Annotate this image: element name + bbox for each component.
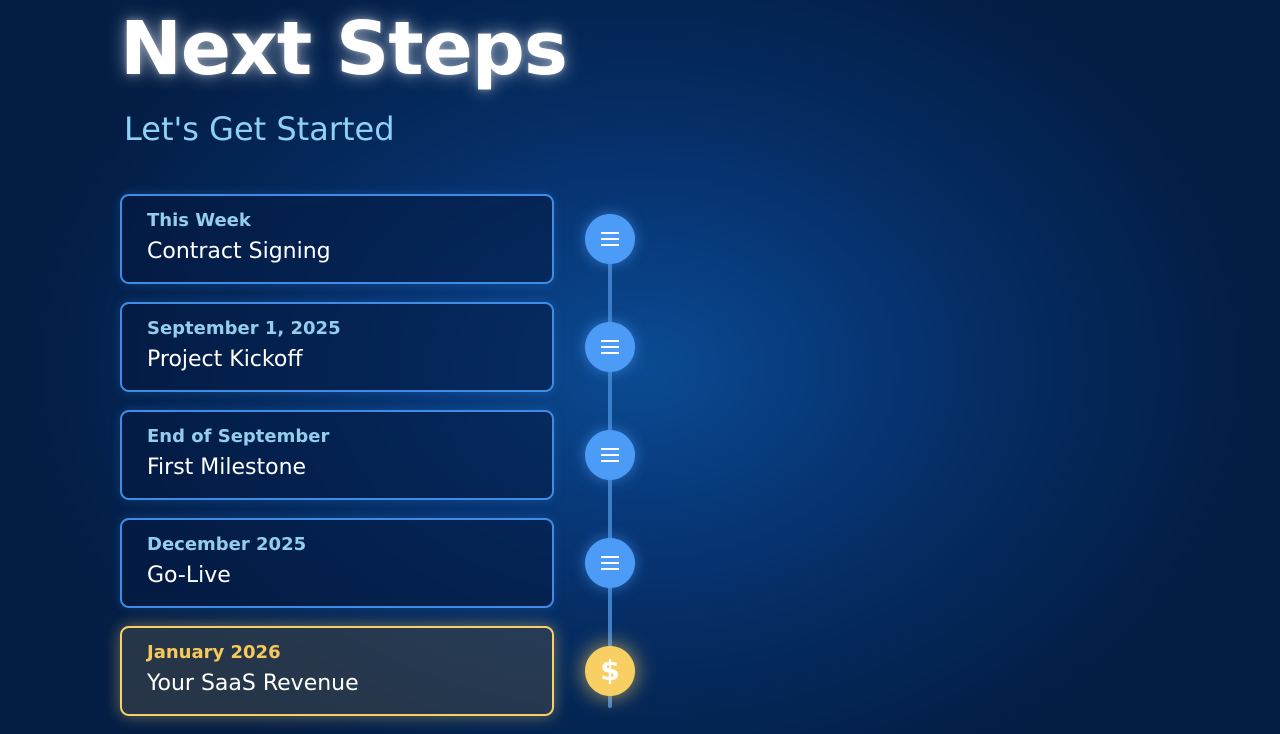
timeline-step-saas-revenue: January 2026 Your SaaS Revenue $ xyxy=(120,626,635,716)
timeline-step-go-live: December 2025 Go-Live xyxy=(120,518,635,608)
step-title: Project Kickoff xyxy=(147,347,303,372)
step-date: September 1, 2025 xyxy=(147,318,341,339)
step-title: Contract Signing xyxy=(147,239,331,264)
timeline-step-first-milestone: End of September First Milestone xyxy=(120,410,635,500)
step-title: First Milestone xyxy=(147,455,307,480)
step-card-highlight: January 2026 Your SaaS Revenue xyxy=(120,626,554,716)
step-card: This Week Contract Signing xyxy=(120,194,554,284)
step-card: End of September First Milestone xyxy=(120,410,554,500)
dollar-icon: $ xyxy=(585,646,635,696)
page-subtitle: Let's Get Started xyxy=(124,110,395,148)
step-date: December 2025 xyxy=(147,534,307,555)
step-card: September 1, 2025 Project Kickoff xyxy=(120,302,554,392)
step-title: Go-Live xyxy=(147,563,231,588)
dollar-glyph: $ xyxy=(600,654,620,687)
list-icon xyxy=(585,214,635,264)
list-icon xyxy=(585,538,635,588)
list-icon xyxy=(585,322,635,372)
timeline-step-contract-signing: This Week Contract Signing xyxy=(120,194,635,284)
step-title: Your SaaS Revenue xyxy=(147,671,359,696)
step-card: December 2025 Go-Live xyxy=(120,518,554,608)
list-icon xyxy=(585,430,635,480)
timeline-step-project-kickoff: September 1, 2025 Project Kickoff xyxy=(120,302,635,392)
step-date: January 2026 xyxy=(147,642,281,663)
page-title: Next Steps xyxy=(120,6,568,92)
step-date: End of September xyxy=(147,426,330,447)
step-date: This Week xyxy=(147,210,251,231)
